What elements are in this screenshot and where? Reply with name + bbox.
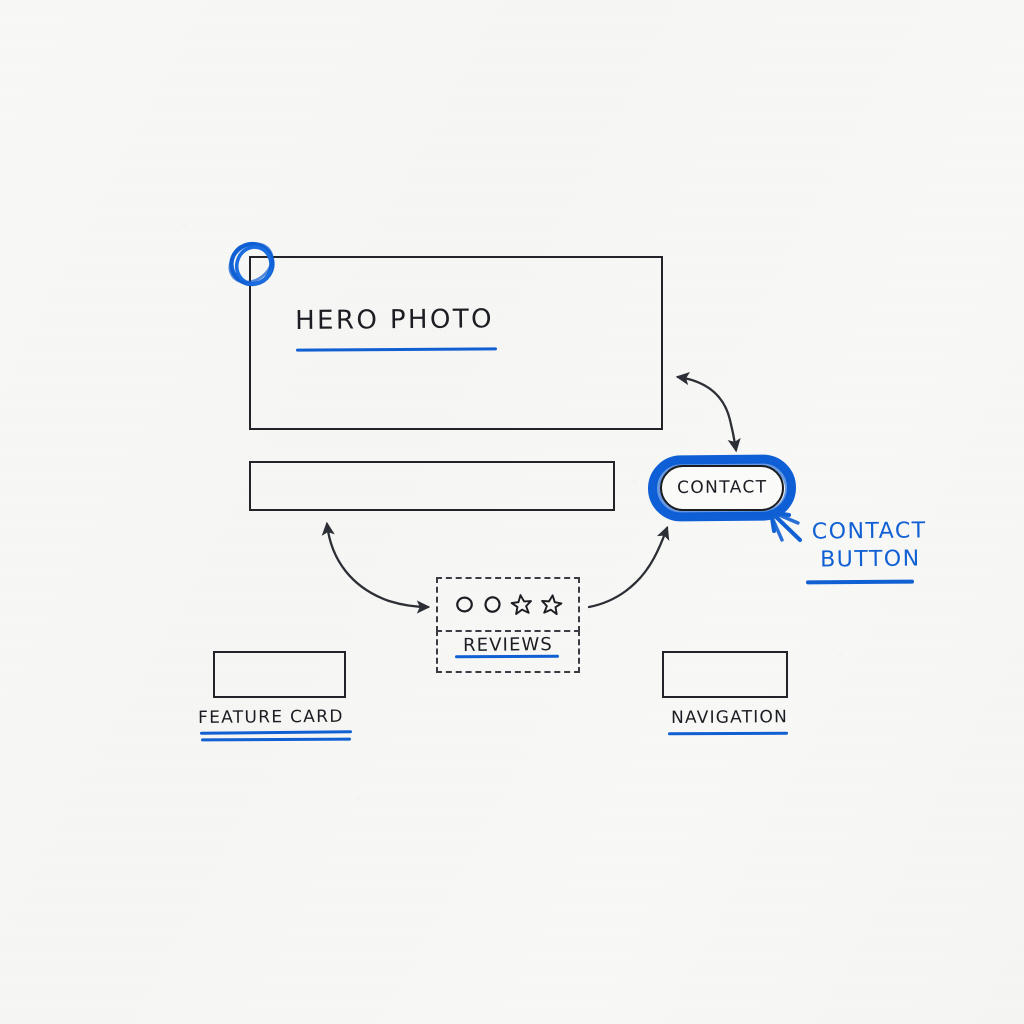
hero-photo-label: HERO PHOTO [295, 304, 495, 336]
navigation-underline [667, 731, 789, 736]
callout-line-2: BUTTON [820, 546, 921, 573]
contact-button-callout-text: CONTACT BUTTON [812, 517, 927, 574]
rating-circle-icon-2[interactable] [482, 594, 503, 615]
navigation-label: NAVIGATION [671, 707, 789, 728]
feature-card-underline-1 [199, 730, 353, 735]
hero-photo-block[interactable] [249, 256, 663, 430]
connector-searchbar-to-reviews [321, 521, 431, 614]
callout-line-1: CONTACT [811, 518, 927, 545]
feature-card-block[interactable] [213, 651, 346, 698]
connector-hero-to-contact [675, 372, 741, 453]
contact-button[interactable]: CONTACT [647, 454, 797, 522]
feature-card-label: FEATURE CARD [198, 706, 344, 728]
rating-star-icon-2[interactable] [540, 593, 563, 616]
rating-circle-icon-1[interactable] [454, 594, 475, 615]
feature-card-underline-2 [200, 737, 352, 742]
navigation-block[interactable] [662, 651, 788, 698]
contact-button-pill[interactable]: CONTACT [660, 465, 784, 511]
reviews-label-row: REVIEWS [436, 630, 580, 673]
connector-reviews-to-contact [587, 525, 670, 609]
search-bar-field[interactable] [249, 461, 615, 511]
reviews-label: REVIEWS [463, 634, 554, 656]
contact-button-label: CONTACT [676, 477, 768, 498]
reviews-rating-row[interactable] [436, 577, 580, 632]
contact-button-callout-underline [805, 579, 915, 584]
rating-star-icon-1[interactable] [510, 593, 533, 616]
reviews-block[interactable]: REVIEWS [436, 577, 580, 673]
